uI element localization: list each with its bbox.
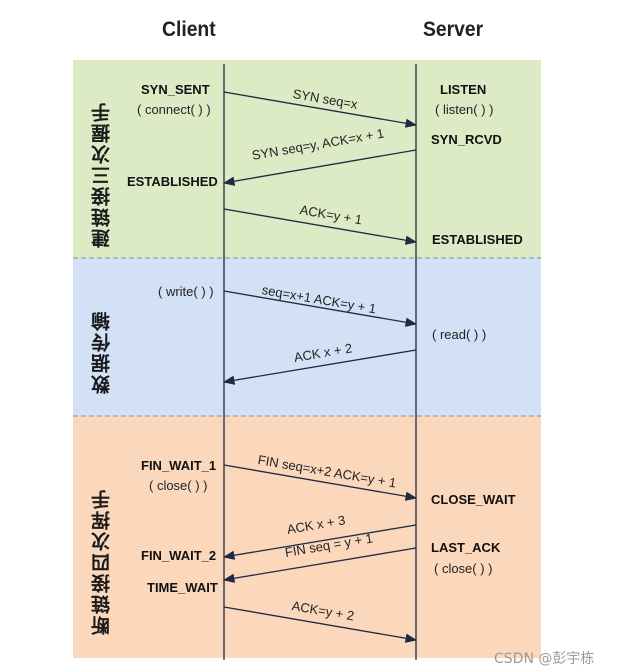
- client-state-fin-wait-1: FIN_WAIT_1: [141, 458, 217, 473]
- ack1-arrow: [223, 208, 418, 245]
- data-arrow: [223, 290, 418, 327]
- client-state-fin-wait-2: FIN_WAIT_2: [141, 548, 217, 563]
- client-call-connect: ( connect( ) ): [137, 102, 211, 117]
- ack3-arrow: [223, 606, 418, 643]
- server-state-last-ack: LAST_ACK: [431, 540, 501, 555]
- watermark: CSDN @彭宇栋: [494, 651, 595, 667]
- server-title: Server: [423, 18, 484, 41]
- client-state-established: ESTABLISHED: [127, 174, 218, 189]
- phase-band-data-transfer: [73, 258, 541, 416]
- client-state-syn-sent: SYN_SENT: [141, 82, 210, 97]
- server-state-syn-rcvd: SYN_RCVD: [431, 132, 502, 147]
- client-state-time-wait: TIME_WAIT: [147, 580, 218, 595]
- server-state-established: ESTABLISHED: [432, 232, 523, 247]
- ack2-arrow: [222, 524, 417, 560]
- client-call-close: ( close( ) ): [149, 478, 208, 493]
- server-call-read: ( read( ) ): [432, 327, 487, 342]
- server-state-listen: LISTEN: [440, 82, 487, 97]
- client-call-write: ( write( ) ): [158, 284, 214, 299]
- phase-band-handshake: [73, 60, 541, 258]
- server-call-listen: ( listen( ) ): [435, 102, 494, 117]
- fin1-arrow: [223, 464, 418, 501]
- phase-label-handshake: 建链接三次握手: [91, 101, 113, 248]
- phase-label-teardown: 断链接四次挥手: [91, 488, 113, 635]
- synack-arrow: [222, 149, 417, 186]
- phase-band-teardown: [73, 416, 541, 658]
- syn-arrow: [223, 91, 418, 128]
- client-title: Client: [162, 18, 216, 41]
- fin2-arrow: [222, 547, 417, 583]
- server-state-close-wait: CLOSE_WAIT: [431, 492, 516, 507]
- phase-label-data-transfer: 数据传输: [91, 310, 113, 394]
- server-call-close: ( close( ) ): [434, 561, 493, 576]
- dataack-arrow: [222, 349, 417, 385]
